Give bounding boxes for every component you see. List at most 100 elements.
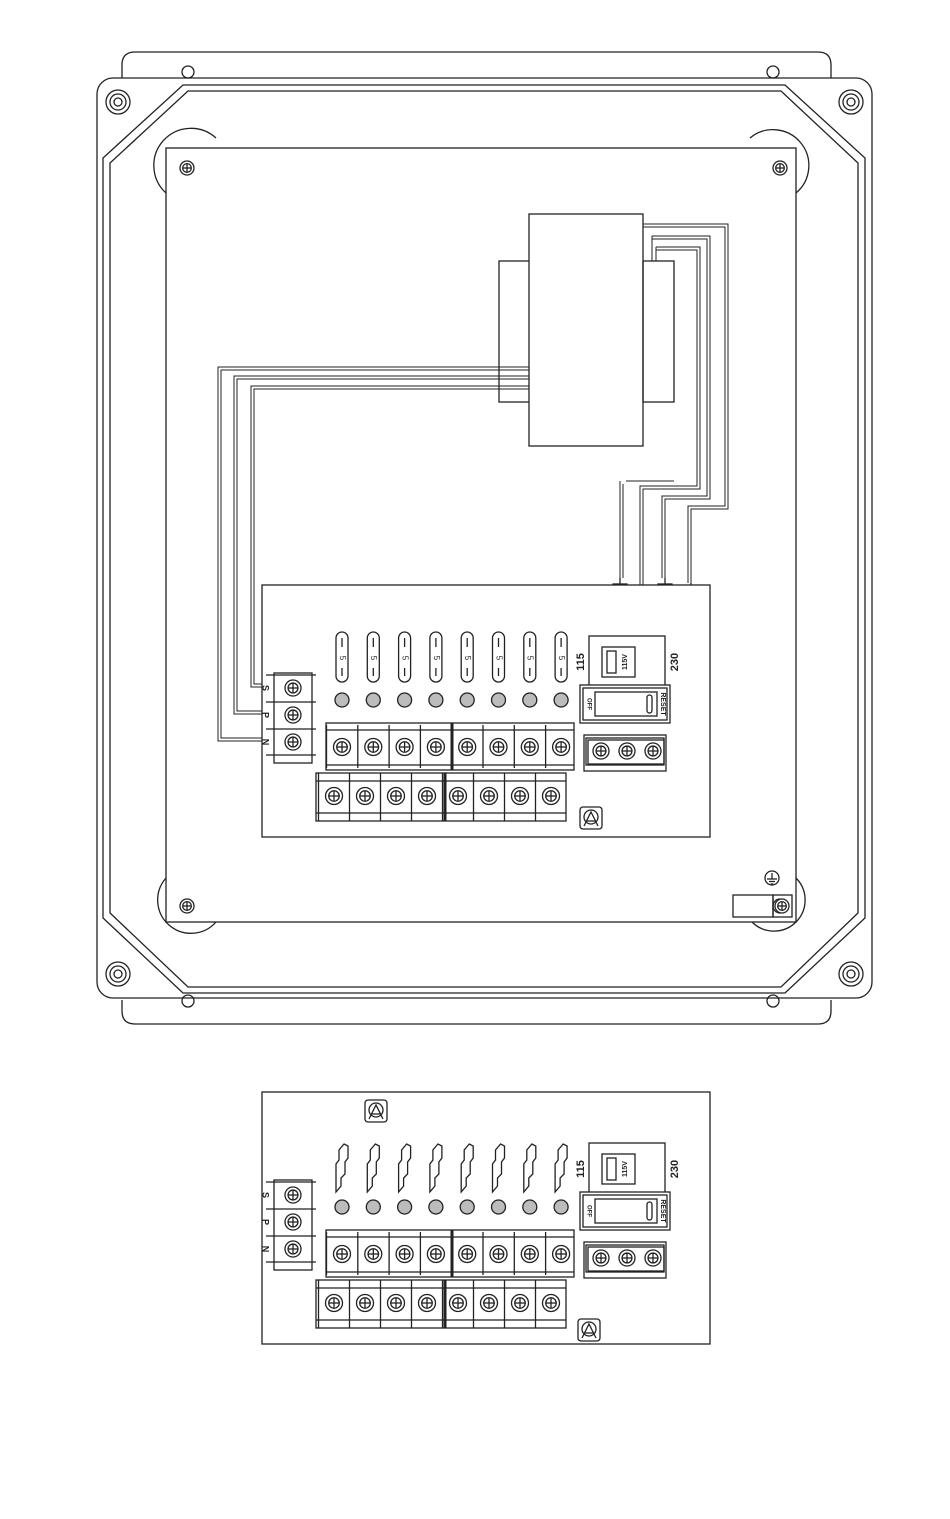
screw-icon <box>619 743 635 759</box>
fuse: 5 <box>430 632 442 682</box>
flange-hole-left <box>182 66 194 78</box>
screw-icon <box>388 788 405 805</box>
screw-icon <box>490 1246 507 1263</box>
screw-icon <box>357 1295 374 1312</box>
terminal-label: P <box>261 1219 271 1225</box>
breaker-off-label: OFF <box>585 698 591 710</box>
enclosure-outer <box>97 78 872 998</box>
indicator-lamp <box>492 693 506 707</box>
screw-icon <box>459 1246 476 1263</box>
fuse: 5 <box>555 632 567 682</box>
screw-icon <box>553 739 570 756</box>
screw-icon <box>645 1250 661 1266</box>
screw-icon <box>543 788 560 805</box>
fuse: 5 <box>493 632 505 682</box>
screw-icon <box>285 707 301 723</box>
aux-terminal-block <box>584 1242 666 1278</box>
screw-icon <box>645 743 661 759</box>
screw-icon <box>450 1295 467 1312</box>
screw-icon <box>388 1295 405 1312</box>
aux-terminal-block <box>584 735 666 771</box>
screw-icon <box>326 1295 343 1312</box>
terminal-label: P <box>261 712 271 718</box>
breaker-off-label: OFF <box>585 1205 591 1217</box>
plate-screw-icon <box>180 161 194 175</box>
screw-icon <box>285 1187 301 1203</box>
terminal-label: N <box>261 739 271 746</box>
voltage-high-label: 230 <box>669 1160 681 1178</box>
screw-icon <box>365 739 382 756</box>
flange-hole-bl <box>182 995 194 1007</box>
enclosure <box>97 52 872 1024</box>
screw-icon <box>285 1214 301 1230</box>
indicator-lamp <box>523 693 537 707</box>
fuse-rating-label: 5 <box>432 656 441 661</box>
fuse-rating-label: 5 <box>463 656 472 661</box>
screw-icon <box>396 1246 413 1263</box>
breaker-reset-label: RESET <box>659 1199 666 1223</box>
screw-icon <box>512 788 529 805</box>
terminal-label: N <box>261 1246 271 1253</box>
fuse-rating-label: 5 <box>494 656 503 661</box>
indicator-lamp <box>492 1200 506 1214</box>
screw-icon <box>619 1250 635 1266</box>
ground-block <box>733 895 773 917</box>
indicator-lamp <box>366 1200 380 1214</box>
indicator-lamp <box>460 693 474 707</box>
fuse: 5 <box>524 632 536 682</box>
fuse-rating-label: 5 <box>369 656 378 661</box>
fuse-rating-label: 5 <box>526 656 535 661</box>
voltage-switch-label: 115V <box>622 654 629 670</box>
screw-icon <box>543 1295 560 1312</box>
corner-screw-br <box>839 962 863 986</box>
indicator-lamp <box>429 693 443 707</box>
screw-icon <box>334 1246 351 1263</box>
screw-icon <box>775 899 789 913</box>
enclosure-top-flange <box>122 52 831 78</box>
screw-icon <box>326 788 343 805</box>
screw-icon <box>450 788 467 805</box>
indicator-lamp <box>335 693 349 707</box>
indicator-lamp <box>398 1200 412 1214</box>
ground-screw-icon <box>775 899 789 913</box>
terminal-label: S <box>261 685 271 691</box>
voltage-selector: 115V115230 <box>575 1143 681 1195</box>
screw-icon <box>285 734 301 750</box>
fuse-rating-label: 5 <box>400 656 409 661</box>
breaker-reset-label: RESET <box>659 692 666 716</box>
indicator-lamp <box>366 693 380 707</box>
ground-icon <box>765 871 779 885</box>
screw-icon <box>481 1295 498 1312</box>
corner-screw-tl <box>106 90 130 114</box>
enclosure-bottom-flange <box>122 1000 831 1024</box>
fuse: 5 <box>336 632 348 682</box>
voltage-high-label: 230 <box>669 653 681 671</box>
screw-icon <box>553 1246 570 1263</box>
screw-icon <box>521 739 538 756</box>
screw-icon <box>357 788 374 805</box>
screw-icon <box>419 1295 436 1312</box>
screw-icon <box>365 1246 382 1263</box>
plate-screw-icon <box>180 899 194 913</box>
indicator-lamp <box>554 1200 568 1214</box>
indicator-lamp <box>554 693 568 707</box>
fuse-rating-label: 5 <box>338 656 347 661</box>
enclosure-lid-inner <box>110 91 858 987</box>
screw-icon <box>396 739 413 756</box>
fuse: 5 <box>461 632 473 682</box>
indicator-lamp <box>429 1200 443 1214</box>
screw-icon <box>593 743 609 759</box>
flange-hole-right <box>767 66 779 78</box>
corner-screw-bl <box>106 962 130 986</box>
fuse: 5 <box>399 632 411 682</box>
screw-icon <box>285 1241 301 1257</box>
transformer-coil <box>529 214 643 446</box>
screw-icon <box>427 1246 444 1263</box>
screw-icon <box>419 788 436 805</box>
voltage-low-label: 115 <box>575 653 587 671</box>
screw-icon <box>521 1246 538 1263</box>
fuse: 5 <box>367 632 379 682</box>
